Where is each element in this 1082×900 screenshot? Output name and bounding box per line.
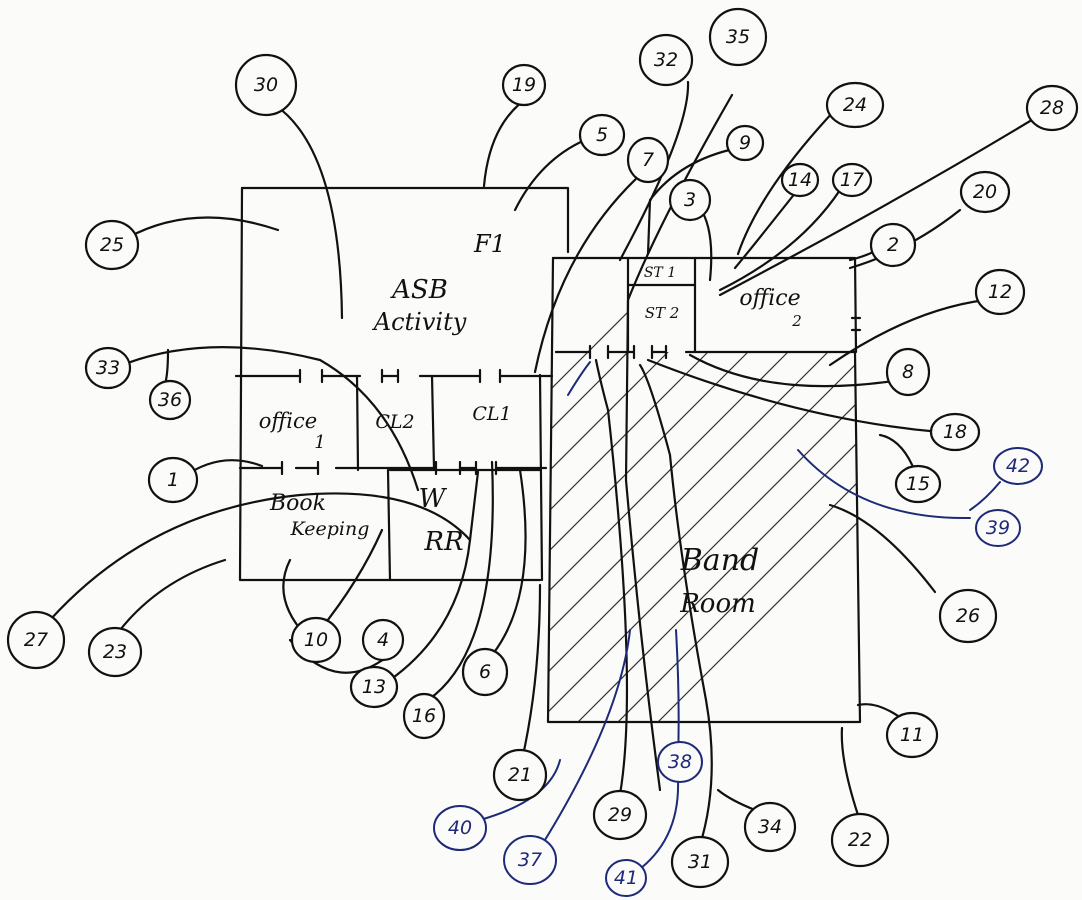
room-st1: ST 1 xyxy=(644,265,676,281)
label-13: 13 xyxy=(362,676,386,698)
label-38: 38 xyxy=(668,751,692,773)
label-18: 18 xyxy=(943,421,967,443)
label-bubbles-blue: 37 38 39 40 41 42 xyxy=(433,447,1043,897)
label-1: 1 xyxy=(167,469,179,491)
room-book-keeping-line2: Keeping xyxy=(290,518,370,540)
label-26: 26 xyxy=(956,605,980,627)
label-19: 19 xyxy=(512,74,536,96)
label-5: 5 xyxy=(596,124,608,146)
label-2: 2 xyxy=(887,234,899,256)
label-29: 29 xyxy=(608,804,632,826)
label-bubbles: 1 2 3 4 5 6 7 8 9 10 11 12 13 14 15 16 1… xyxy=(6,7,1079,889)
label-12: 12 xyxy=(988,281,1012,303)
room-wr-line1: W xyxy=(419,484,448,514)
label-8: 8 xyxy=(902,361,914,383)
label-4: 4 xyxy=(377,629,389,651)
label-32: 32 xyxy=(654,49,678,71)
label-22: 22 xyxy=(848,829,872,851)
room-cl2: CL2 xyxy=(375,411,414,433)
label-10: 10 xyxy=(304,629,328,651)
label-20: 20 xyxy=(973,181,997,203)
room-office1-line2: 1 xyxy=(314,432,325,453)
floor-label: F1 xyxy=(473,230,506,258)
label-9: 9 xyxy=(739,132,751,154)
walls xyxy=(234,186,862,724)
room-st2: ST 2 xyxy=(645,304,680,322)
label-42: 42 xyxy=(1006,455,1030,477)
room-cl1: CL1 xyxy=(472,403,511,425)
label-30: 30 xyxy=(254,74,278,96)
label-36: 36 xyxy=(158,389,182,411)
label-35: 35 xyxy=(726,26,750,48)
label-21: 21 xyxy=(508,764,532,786)
label-3: 3 xyxy=(684,189,696,211)
label-16: 16 xyxy=(412,705,436,727)
label-28: 28 xyxy=(1040,97,1064,119)
label-7: 7 xyxy=(642,149,654,171)
label-41: 41 xyxy=(614,867,638,889)
room-office2-line1: office xyxy=(739,286,800,311)
label-37: 37 xyxy=(518,849,542,871)
label-39: 39 xyxy=(986,517,1010,539)
label-34: 34 xyxy=(758,816,782,838)
room-asb-activity-line1: ASB xyxy=(390,275,448,305)
label-11: 11 xyxy=(900,724,924,746)
label-23: 23 xyxy=(103,641,127,663)
label-33: 33 xyxy=(96,357,120,379)
label-27: 27 xyxy=(24,629,48,651)
label-17: 17 xyxy=(840,169,864,191)
label-40: 40 xyxy=(448,817,472,839)
room-band-line1: Band xyxy=(680,543,759,578)
label-14: 14 xyxy=(788,169,812,191)
room-wr-line2: RR xyxy=(423,527,463,557)
label-24: 24 xyxy=(843,94,867,116)
room-office2-line2: 2 xyxy=(791,312,802,330)
label-15: 15 xyxy=(906,473,930,495)
label-6: 6 xyxy=(479,661,491,683)
label-31: 31 xyxy=(688,851,712,873)
room-office1-line1: office xyxy=(259,409,317,433)
label-25: 25 xyxy=(100,234,124,256)
room-asb-activity-line2: Activity xyxy=(372,308,467,336)
